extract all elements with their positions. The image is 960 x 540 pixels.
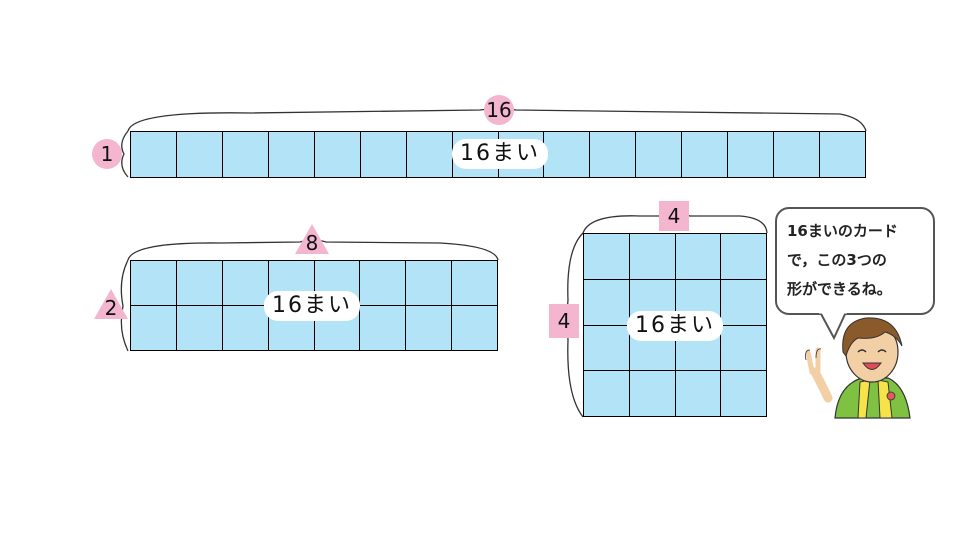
card-cell [820,132,865,177]
card-cell [721,371,766,416]
card-cell [176,132,222,177]
card-cell [131,132,176,177]
card-cell [629,234,675,279]
card-cell [222,306,268,350]
rect-2x8-height-label: 2 [104,296,118,320]
speech-bubble: 16まいのカード で，この3つの 形ができるね。 [775,207,935,315]
rect-2x8-width-marker: 8 [295,224,329,255]
triangle-icon [295,224,329,254]
card-cell [176,261,222,305]
card-cell [406,132,452,177]
card-cell [131,261,176,305]
card-cell [452,306,497,350]
square-4x4-height-marker: 4 [549,304,579,338]
card-cell [584,371,629,416]
speech-line-1: 16まいのカード [787,222,898,240]
card-cell [222,261,268,305]
card-cell [629,371,675,416]
card-cell [721,279,766,325]
triangle-icon [94,289,128,319]
card-cell [452,261,497,305]
card-cell [590,132,636,177]
rect-2x8-height-marker: 2 [94,289,128,320]
rect-2x8-grid [130,260,498,351]
card-cell [728,132,774,177]
speech-line-2: で，この3つの [787,251,887,269]
square-4x4-grid [583,233,767,417]
card-cell [636,132,682,177]
card-cell [131,306,176,350]
child-character [805,317,911,419]
card-cell [360,261,406,305]
speech-line-3: 形ができるね。 [787,280,892,298]
card-cell [176,306,222,350]
card-cell [774,132,820,177]
brace-left-1 [121,130,129,178]
card-cell [675,234,721,279]
rect-1x16-count-label: 16まい [452,139,548,169]
card-cell [584,325,629,371]
rect-1x16-grid [130,131,866,178]
card-cell [682,132,728,177]
card-cell [222,132,268,177]
card-cell [721,234,766,279]
card-cell [360,132,406,177]
card-cell [721,325,766,371]
card-cell [360,306,406,350]
rect-2x8-count-label: 16まい [264,291,360,321]
card-cell [314,132,360,177]
card-cell [406,306,452,350]
card-cell [406,261,452,305]
rect-2x8-width-label: 8 [305,231,319,255]
rect-1x16-height-marker: 1 [92,139,122,169]
card-cell [544,132,590,177]
rect-1x16-width-marker: 16 [484,95,514,125]
card-cell [268,132,314,177]
card-cell [675,371,721,416]
square-4x4-count-label: 16まい [627,311,723,341]
card-cell [584,279,629,325]
square-4x4-width-marker: 4 [659,201,689,231]
card-cell [584,234,629,279]
